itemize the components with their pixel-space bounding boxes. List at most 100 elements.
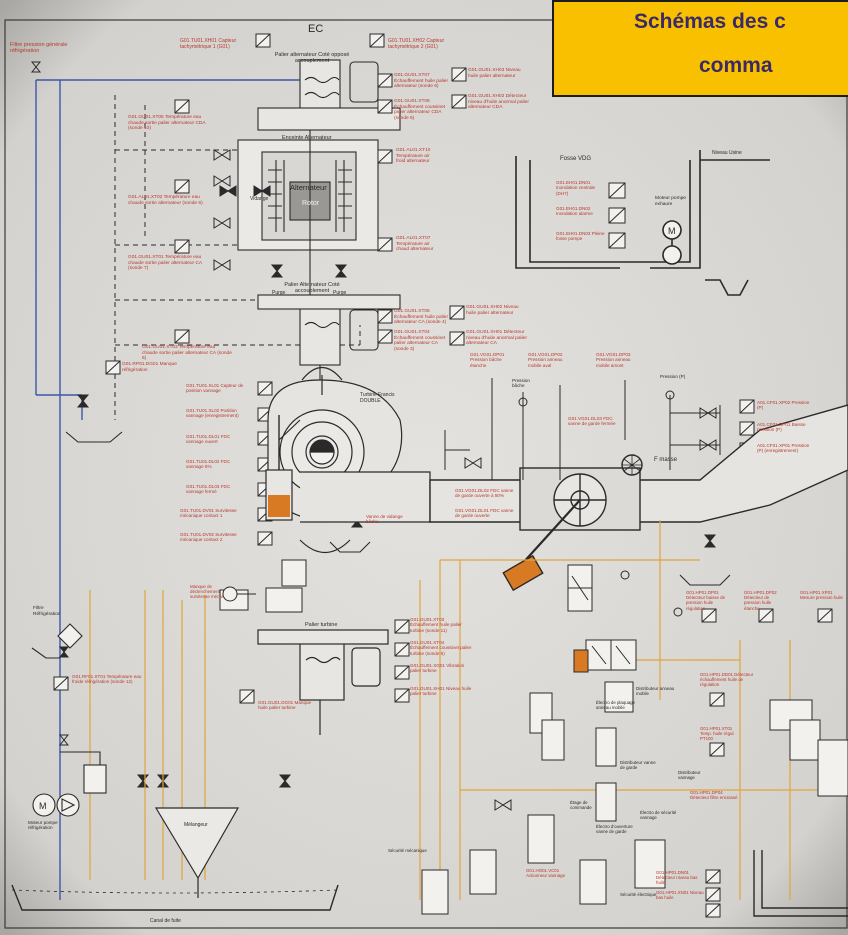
banner-title-line-1: Schémas des c [634,10,786,33]
label-distrib-vannage: Distributeur vannage [678,770,701,781]
label-palier-turbine: Palier turbine [305,622,338,628]
drain-bins [31,431,731,659]
sensor-refrig: G01.RP01.DG01 Manque réfrigération [122,362,177,373]
label-purge-1: Purge [272,290,286,296]
sensor-dp-2: G01.HP01.DP02 Détecteur de pression huil… [744,590,777,611]
turbine-bearing [257,629,389,735]
label-filtre-refrig: Filtre Réfrigération [33,606,61,617]
sensor-eau-chaude-2: G01.AL01.XT02 Température eau chaude sor… [128,195,203,206]
label-purge-2: Purge [333,290,347,296]
sensor-capteur-pos: G01.TU01.XL01 Capteur de position vannag… [186,383,244,394]
sensor-dp-3: G01.HP01.XP01 Mesure pression huile [800,590,843,601]
sensor-air-chaud: G01.AL01.XT07 Température air chaud alte… [396,236,434,253]
sensor-refrig-2: G01.RF01.XT01 Température eau froide réf… [72,674,142,685]
label-electro-securite: Électro de sécurité vannage [640,810,677,821]
sensor-pression-bache: G01.VG01.DP01 Pression bâche étanche [470,352,505,368]
refrigeration-pipes [35,79,305,900]
sensor-fdc-vanne-ouv2: G01.VG01.DL01 FDC vanne de garde ouverte [455,508,514,519]
label-triangle: Mélangeur [184,822,208,828]
servomotor [265,415,301,521]
sensor-pos-vannage: G01.TU01.XL02 Position vannage (enregist… [186,408,239,419]
label-securite-meca: Sécurité mécanique [388,848,427,853]
sensor-fdc-vanne-ouv: G01.VG01.DL02 FDC vanne de garde ouverte… [455,488,514,499]
title-banner: Schémas des c comma [552,0,848,97]
label-vidange: Vidange [250,196,269,202]
sensor-detecteur: G01.GU01.XH02 Détecteur niveau d'huile a… [468,94,529,111]
label-canal: Canal de fuite [150,918,181,924]
turbine-casing [267,366,431,554]
fosse-vdg [515,150,770,296]
refrigeration-pump [32,623,107,817]
label-etage: Étage de commande [570,800,592,811]
sensor-coussinet: G01.GU01.XT08 Échauffement coussinet pal… [394,99,446,121]
paper-border [4,19,848,929]
sensor-fdc-5: G01.TU01.DL02 FDC vannage 5% [186,459,231,470]
sensor-eau-ca: G01.GU01.XT01 Température eau chaude sor… [128,255,202,272]
canal-de-fuite [11,850,848,917]
distributors [219,559,848,915]
sensor-air-froid: G01.AL01.XT10 Température air froid alte… [396,148,431,165]
sensor-fdc-ferme: G01.TU01.DL03 FDC vannage fermé [186,484,231,495]
sensor-capteur-1: G01.TU01.XH01 Capteur tachymétrique 1 (G… [180,38,237,50]
label-electro-2: Électro d'ouverture vanne de garde [596,824,633,835]
top-left-label: Filtre pression générale réfrigération [10,42,68,54]
top-label: EC [308,23,324,35]
sensor-pression-amont-2: G01.VG01.DP03 Pression anneau mobile amo… [596,352,631,368]
sensor-dp-1: G01.HP01.DP01 Détecteur baisse de pressi… [686,590,726,611]
alternator-labels: Alternateur Rotor [290,183,327,207]
penstock [429,404,848,592]
sensor-vibration: G01.GU01.XG01 Vibration palier turbine [410,663,465,674]
sensor-turbine-t1: G01.GU01.XT03 Échauffement huile palier … [410,617,462,633]
mixer [154,807,240,898]
sensor-niveau-haut: G01.HP01.XN01 Niveau bas huile [656,890,704,901]
label-manque: Manque de déclenchement survitesse mécan… [190,584,226,600]
sensor-ca-detecteur: G01.GU01.XH01 Détecteur niveau d'huile a… [466,330,527,347]
label-moteur-pompe: Moteur pompe exhaure [655,196,686,207]
label-distributeur-2: Distributeur vanne de garde [620,760,656,771]
label-pression-p: Pression (P) [660,374,686,379]
sensor-eau-chaude: G01.GU01.XT05 Température eau chaude sor… [128,115,206,132]
sensor-filtre: G01.HP01.DP04 Détecteur filtre encrassé [690,790,738,801]
label-moteur-refrig: Moteur pompe réfrigération [28,820,58,831]
survitesse-motor [222,586,256,602]
sensor-fdc-ouvert: G01.TU01.DL01 FDC vannage ouvert [186,434,231,445]
svg-text:Rotor: Rotor [302,200,320,207]
label-pression-bache: Pression bâche [512,378,530,389]
label-f-masse: F masse [654,457,678,463]
valves [30,61,717,811]
label-fonte: Vanne de vidange bâche [366,514,403,525]
sensor-temp-huile: G01.HP01.XT01 Temp. huile régul. PT100 [700,726,735,742]
sensor-fosse-3: G01.EH01.DN03 Pleine fosse pompe [556,231,605,242]
sensor-capteur-2: G01.TU01.XH02 Capteur tachymétrique 2 (G… [388,38,445,50]
sensor-fosse-1: G01.EH01.DN01 Inondation centrale (DH7) [556,180,596,196]
sensor-niv-turbine: G01.GU01.XH01 Niveau huile palier turbin… [410,686,472,697]
label-securite-elec: Sécurité électrique [620,892,657,897]
label-enceinte: Enceinte Alternateur [282,135,332,141]
sensor-niveau-bas: G01.HP01.DN01 Détecteur niveau bas huile [656,870,698,886]
label-electro-1: Électro de plaquage anneau mobile [596,700,636,711]
banner-title-line-2: comma [699,54,773,77]
sensor-pression-amont: G01.VG01.DP02 Pression anneau mobile ava… [528,352,563,368]
refrig-motor-symbol: M [39,801,47,811]
sensor-survitesse-2: G01.TU01.DV02 Survitesse mécanique conta… [180,532,237,543]
sensor-manque-huile: G01.GU01.DG01 Manque huile palier turbin… [258,700,312,711]
svg-text:Alternateur: Alternateur [290,183,327,192]
label-actionneur: G01.HO01.VC01 Actionneur vannage [526,868,566,879]
label-turbine: Turbine Francis DOUBLE [360,392,395,404]
sensor-pression-3: A01.CF01.XP01 Pression (P) (enregistreme… [757,443,810,454]
sensor-ca-coussinet: G01.GU01.XT04 Échauffement coussinet pal… [394,330,446,352]
sensor-fdc-vanne: G01.VG01.DL03 FDC vanne de garde fermée [568,416,616,427]
label-fosse: Fosse VDG [560,156,592,162]
pump-motor-symbol: M [668,226,676,236]
sensor-palier-temp: G01.GU01.XT07 Échauffement huile palier … [394,73,449,90]
sensor-pression-1: A01.CF01.XP02 Pression (P) [757,400,810,411]
pressure-taps [444,378,721,617]
label-palier-alt-2: Palier Alternateur Coté accouplement [284,282,340,294]
label-distributeur: Distributeur anneau mobile [636,686,675,697]
label-niveau-usine: Niveau Usine [712,150,742,156]
alternator-group [237,59,401,395]
sensor-pression-2: A01.CF01.DP01 Baisse pression (P) [757,422,806,433]
sensor-ca-sortie: G01.GU01.XT03 Température eau chaude sor… [142,345,232,362]
